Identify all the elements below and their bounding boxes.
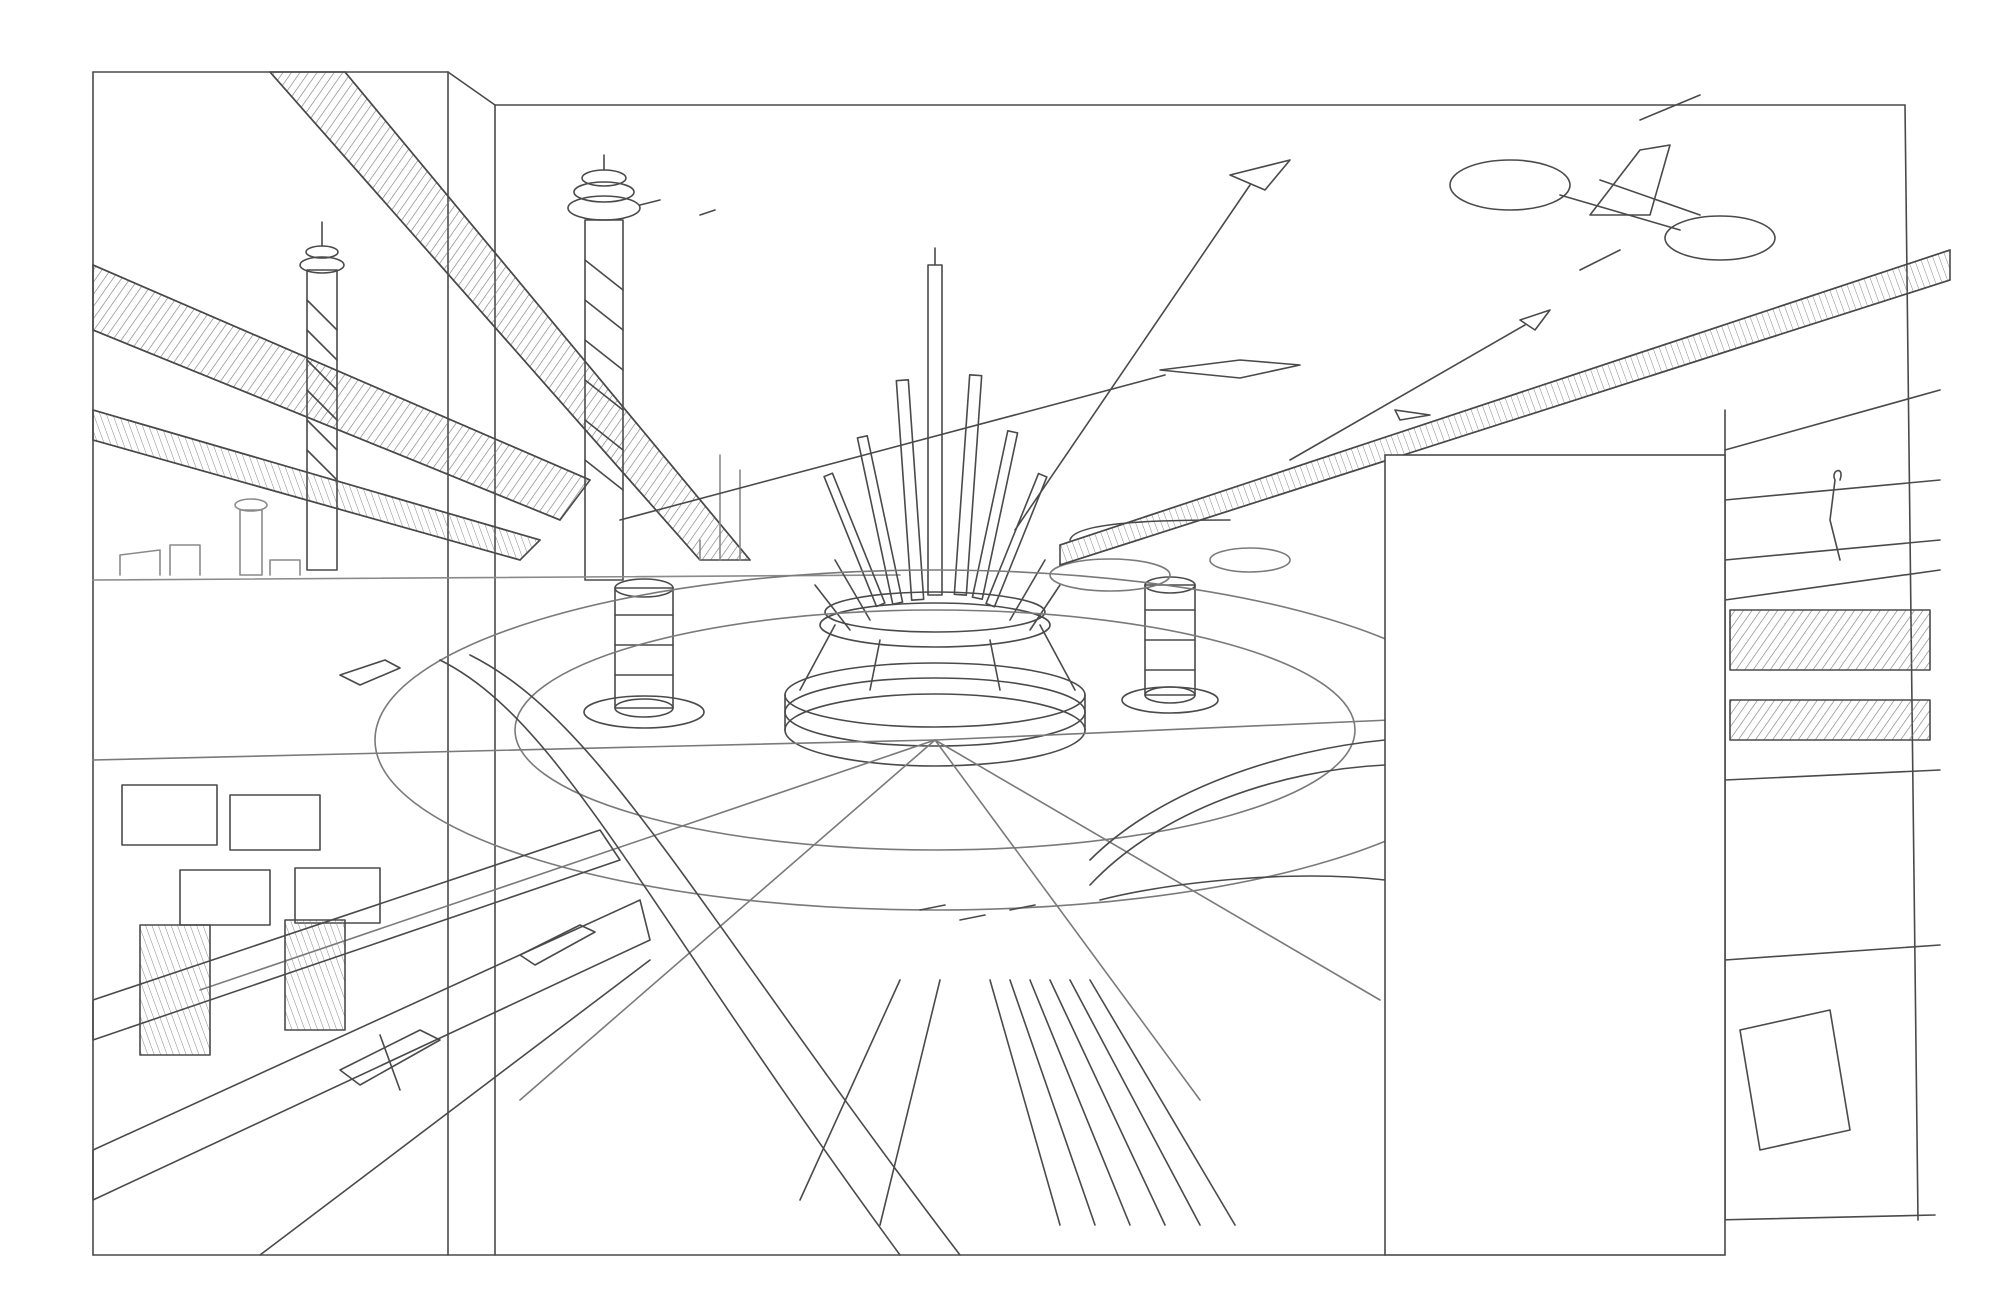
- rail-tracks: [799, 979, 1236, 1226]
- elevated-highway-left: [92, 71, 751, 561]
- central-terminal-tower: [784, 247, 1086, 767]
- curving-ramp: [439, 654, 961, 1256]
- elevated-highway-right: [1059, 249, 1951, 566]
- airfield-ground: [92, 547, 1496, 1101]
- right-building: [1724, 389, 1941, 1221]
- drone-aircraft: [1449, 94, 1776, 271]
- foreground-buildings-left: [92, 784, 651, 1256]
- aircraft-sky: [619, 159, 1551, 531]
- ground-planes: [339, 659, 1036, 1091]
- cylinder-tower-left: [583, 578, 705, 729]
- distant-skyline: [92, 454, 901, 581]
- curved-walkway-right: [1089, 739, 1386, 901]
- control-tower-left: [299, 221, 345, 571]
- control-tower-center: [567, 154, 641, 581]
- blank-panel: [1384, 454, 1726, 1256]
- cylinder-tower-right: [1121, 576, 1219, 714]
